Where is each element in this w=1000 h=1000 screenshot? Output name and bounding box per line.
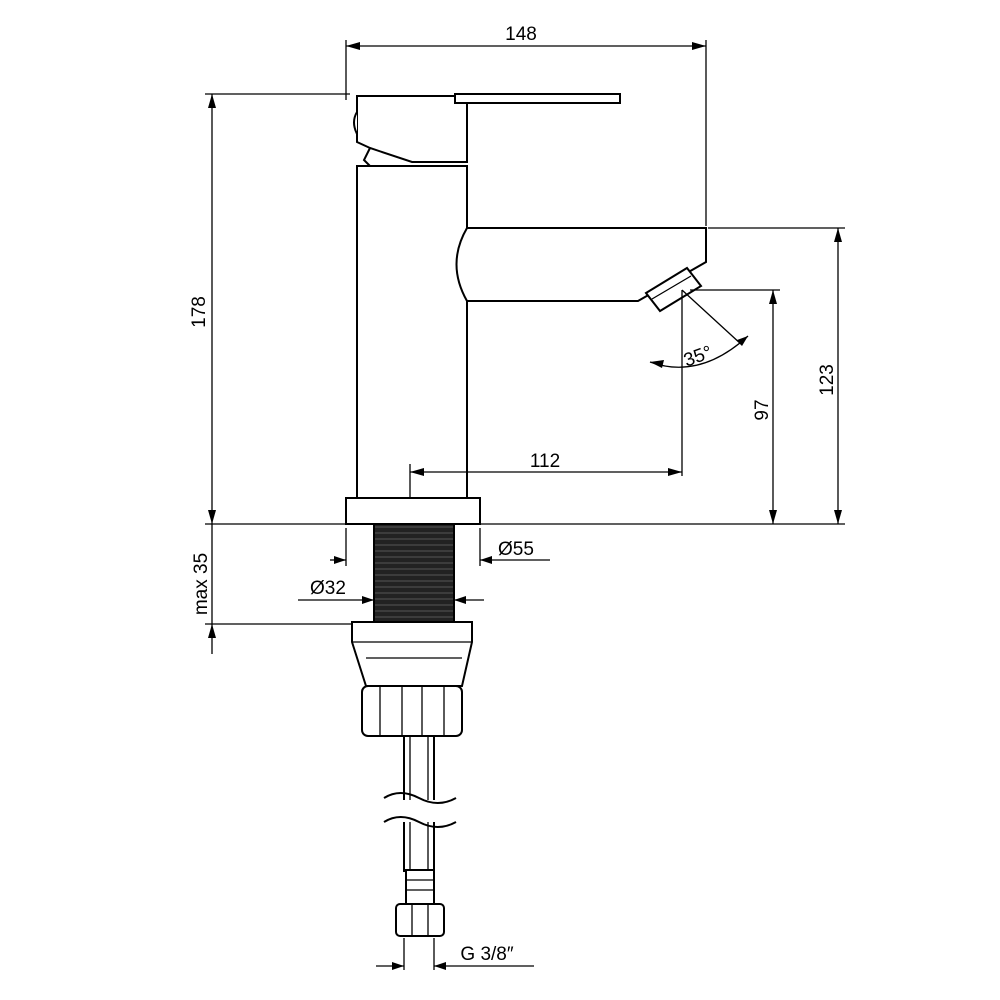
dim-spout-height: 123 xyxy=(817,364,838,396)
mounting-nut xyxy=(351,621,473,687)
dim-max-thickness: max 35 xyxy=(191,553,212,615)
handle-body xyxy=(356,95,468,163)
dim-shank-diameter: Ø32 xyxy=(310,578,346,599)
hose-connector xyxy=(361,685,463,737)
base-plate xyxy=(345,497,481,525)
extension-lines xyxy=(205,40,845,970)
dimension-labels: 148 178 123 97 112 35° Ø55 Ø32 max 35 G … xyxy=(189,24,838,965)
faucet-outline xyxy=(345,93,707,937)
dim-height-total: 178 xyxy=(189,296,210,328)
dim-spout-reach: 112 xyxy=(530,451,560,472)
handle-lever xyxy=(454,93,621,104)
end-nut xyxy=(395,903,445,937)
dimension-lines xyxy=(208,42,842,970)
faucet-column xyxy=(356,165,468,499)
end-fitting xyxy=(405,869,435,907)
dim-aerator-angle: 35° xyxy=(681,342,715,372)
dim-base-diameter: Ø55 xyxy=(498,539,534,560)
dim-width-total: 148 xyxy=(505,24,537,45)
dim-connection-thread: G 3/8″ xyxy=(460,944,513,965)
threaded-shank xyxy=(373,523,455,625)
dim-aerator-height: 97 xyxy=(752,399,773,420)
handle-cap-rear xyxy=(353,111,358,135)
